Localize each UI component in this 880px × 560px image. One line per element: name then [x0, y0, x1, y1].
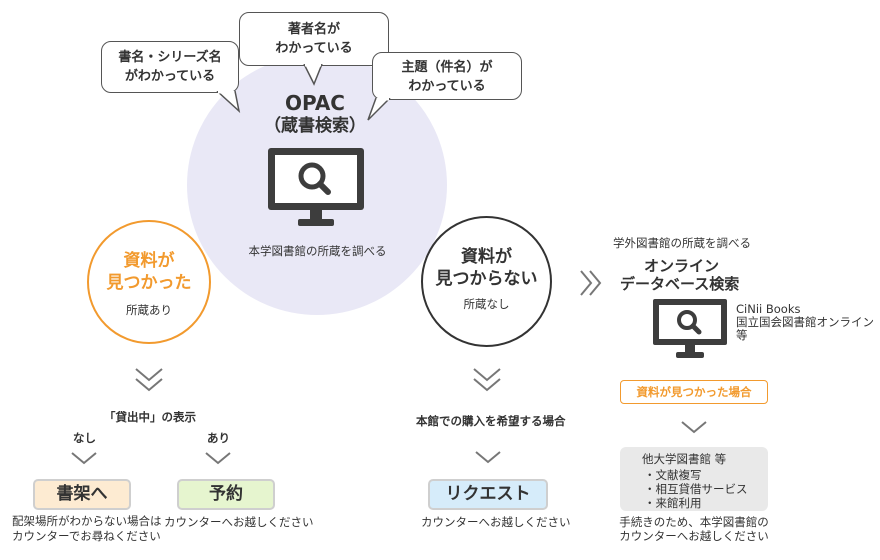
request-button[interactable]: リクエスト: [428, 479, 548, 510]
shelf-note-line1: 配架場所がわからない場合は: [12, 514, 162, 528]
double-chevron-right-icon: [580, 270, 602, 296]
shelf-note: 配架場所がわからない場合は カウンターでお尋ねください: [12, 514, 162, 544]
other-library-box: 他大学図書館 等 ・文献複写 ・相互貸借サービス ・来館利用: [620, 447, 768, 511]
chevron-down-icon-external: [681, 421, 707, 434]
double-chevron-down-icon-not-found: [473, 368, 501, 392]
external-db-line1: CiNii Books: [736, 302, 801, 316]
not-found-circle: [421, 216, 552, 347]
request-note: カウンターへお越しください: [421, 515, 571, 529]
found-main-line1: 資料が: [123, 251, 175, 271]
opac-title-line2: （蔵書検索）: [264, 116, 366, 136]
found-circle: [87, 220, 211, 344]
bubble-title-series: 書名・シリーズ名 がわかっている: [101, 41, 239, 93]
bubble-author-line1: 著者名が: [287, 22, 340, 37]
opac-title: OPAC （蔵書検索）: [240, 92, 390, 138]
bubble-tail-subject: [367, 98, 391, 121]
bubble-title-series-line2: がわかっている: [124, 69, 216, 84]
lending-status-label: 「貸出中」の表示: [104, 410, 196, 424]
double-chevron-down-icon-found: [135, 368, 163, 392]
branch-yes-label: あり: [207, 431, 230, 445]
external-found-tag: 資料が見つかった場合: [620, 380, 768, 404]
bubble-author: 著者名が わかっている: [239, 12, 389, 66]
branch-no-label: なし: [73, 431, 96, 445]
purchase-request-label: 本館での購入を希望する場合: [416, 414, 566, 428]
not-found-main-line1: 資料が: [461, 247, 512, 267]
bubble-title-series-line1: 書名・シリーズ名: [118, 50, 222, 65]
bubble-tail-author: [303, 64, 323, 86]
reserve-button[interactable]: 予約: [177, 479, 275, 510]
bubble-subject-line2: わかっている: [408, 79, 486, 94]
opac-caption: 本学図書館の所蔵を調べる: [248, 244, 387, 258]
external-title-line2: データベース検索: [620, 275, 740, 293]
not-found-sub: 所蔵なし: [463, 297, 510, 311]
bubble-tail-title-series: [216, 91, 241, 113]
other-library-note-line2: カウンターへお越しください: [619, 529, 769, 543]
chevron-down-icon-yes: [205, 452, 231, 465]
other-library-item: ・来館利用: [644, 496, 702, 510]
other-library-note-line1: 手続きのため、本学図書館の: [619, 515, 769, 529]
external-caption: 学外図書館の所蔵を調べる: [613, 236, 751, 250]
other-library-item: ・相互貸借サービス: [644, 482, 748, 496]
chevron-down-icon-request: [475, 451, 501, 464]
external-db-line2: 国立国会図書館オンライン 等: [736, 315, 874, 342]
not-found-circle-text: 資料が 見つからない 所蔵なし: [421, 246, 552, 312]
found-circle-text: 資料が 見つかった 所蔵あり: [87, 250, 211, 318]
bubble-subject: 主題（件名）が わかっている: [372, 52, 522, 100]
external-db-list: CiNii Books 国立国会図書館オンライン 等: [736, 303, 880, 342]
chevron-down-icon-no: [71, 452, 97, 465]
opac-title-line1: OPAC: [285, 91, 345, 115]
not-found-main-line2: 見つからない: [435, 269, 538, 289]
external-title-line1: オンライン: [644, 257, 720, 275]
shelf-note-line2: カウンターでお尋ねください: [12, 529, 161, 543]
found-main-line2: 見つかった: [106, 273, 192, 293]
bubble-subject-line1: 主題（件名）が: [401, 60, 493, 75]
other-library-item: ・文献複写: [644, 468, 702, 482]
opac-monitor-search-icon: [268, 148, 364, 226]
other-library-note: 手続きのため、本学図書館の カウンターへお越しください: [614, 515, 774, 543]
bubble-author-line2: わかっている: [275, 41, 353, 56]
shelf-button[interactable]: 書架へ: [33, 479, 131, 510]
external-title: オンライン データベース検索: [620, 257, 739, 293]
external-monitor-search-icon: [653, 299, 727, 358]
found-sub: 所蔵あり: [126, 303, 172, 317]
reserve-note: カウンターへお越しください: [164, 515, 314, 529]
other-library-title: 他大学図書館 等: [642, 452, 727, 466]
